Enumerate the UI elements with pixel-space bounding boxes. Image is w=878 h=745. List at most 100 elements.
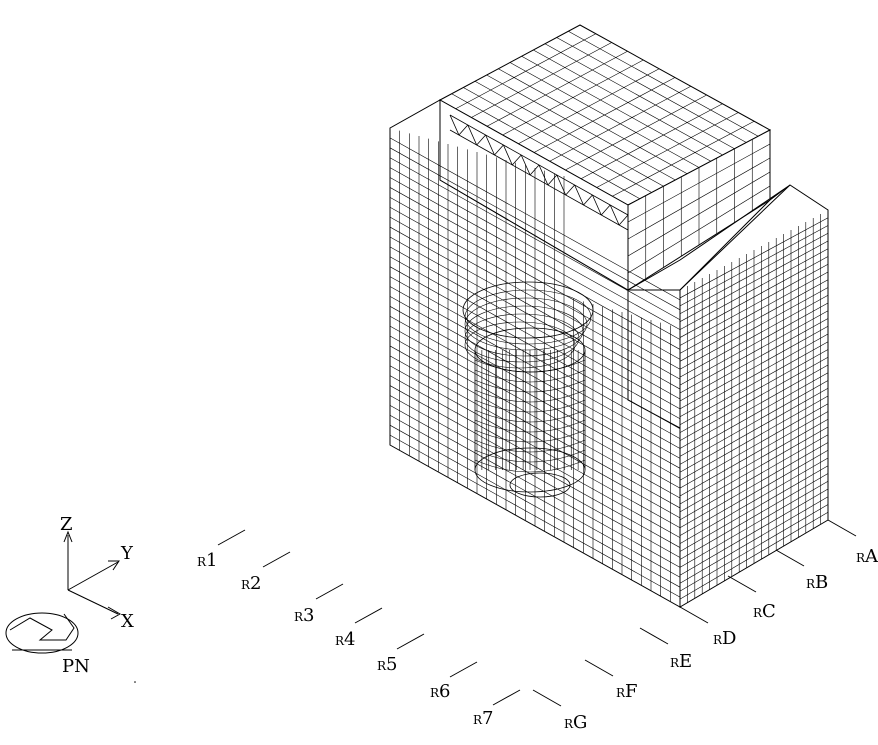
truss-diagonal (574, 184, 584, 206)
truss-diagonal (601, 204, 611, 216)
mesh-line (389, 236, 681, 400)
grid-line (315, 583, 344, 600)
mesh-line (389, 147, 681, 311)
grid-line (354, 607, 383, 624)
z-axis-label: Z (60, 514, 73, 535)
truss-diagonal (485, 134, 495, 156)
z-axis-arrow-icon (63, 530, 73, 543)
truss-diagonal (556, 174, 567, 196)
cylinder-cone-ring (464, 313, 580, 363)
cylinder-ring (474, 379, 586, 393)
cylinder-ring (474, 389, 586, 403)
truss-diagonal (520, 154, 531, 176)
mesh-line (389, 206, 681, 370)
cylinder-ring (474, 449, 586, 463)
truss-diagonal (467, 124, 478, 146)
grid-line (449, 661, 478, 678)
truss-diagonal (529, 164, 540, 176)
grid-line (217, 529, 246, 546)
cylinder-cone-ring (464, 297, 588, 351)
mesh-line (389, 325, 681, 489)
mesh-line (389, 335, 681, 499)
mesh-line (389, 286, 681, 449)
mesh-line (679, 449, 829, 536)
grid-label: C (762, 601, 776, 622)
mesh-line (389, 365, 681, 529)
mesh-line (389, 315, 681, 479)
grid-label: B (815, 572, 828, 593)
mesh-line (389, 415, 681, 578)
truss-diagonal (583, 194, 593, 206)
mesh-line (679, 387, 829, 473)
mesh-line (679, 364, 829, 449)
mesh-line (679, 279, 829, 362)
grid-line (262, 551, 291, 568)
grid-label-prefix: R (670, 656, 680, 670)
mesh-line (389, 375, 681, 538)
mesh-line (612, 120, 755, 197)
mesh-line (389, 197, 681, 360)
grid-line (492, 689, 521, 706)
mesh-line (389, 395, 681, 558)
mesh-line (679, 263, 829, 346)
mesh-line (627, 143, 771, 223)
grid-label-prefix: R (616, 686, 626, 700)
y-axis-arrow-icon (108, 560, 120, 571)
mesh-line (679, 372, 829, 457)
mesh-line (389, 167, 681, 330)
grid-line (584, 659, 614, 677)
mesh-line (568, 30, 759, 137)
mesh-line (679, 341, 829, 425)
mesh-line (679, 480, 829, 568)
truss-diagonal (609, 204, 620, 226)
mesh-line (627, 157, 771, 240)
grid-label-prefix: R (241, 578, 251, 592)
grid-label: 4 (344, 629, 355, 650)
mesh-line (679, 310, 829, 394)
mesh-line (389, 306, 681, 469)
y-axis-label: Y (120, 543, 134, 564)
mesh-line (679, 496, 829, 584)
mesh-line (679, 302, 829, 386)
grid-line (775, 549, 805, 567)
cylinder-ring (474, 359, 586, 373)
grid-label: 6 (439, 681, 450, 702)
x-axis-arrow-icon (107, 606, 122, 620)
grid-line (679, 606, 709, 624)
mesh-line (389, 226, 681, 390)
structure-mesh-model (389, 24, 829, 608)
grid-label-prefix: R (753, 606, 763, 620)
grid-label-prefix: R (294, 610, 304, 624)
grid-label-prefix: R (856, 551, 866, 565)
truss-diagonal (449, 114, 460, 136)
grid-line (532, 689, 562, 707)
mesh-line (679, 356, 829, 441)
grid-label-prefix: R (806, 577, 816, 591)
grid-line (727, 575, 757, 593)
cylinder-ring (474, 459, 586, 473)
mesh-line (389, 355, 681, 519)
x-axis-line (67, 589, 119, 615)
mesh-line (389, 434, 681, 598)
mesh-line (679, 333, 829, 418)
truss-diagonal (538, 164, 549, 186)
grid-label-prefix: R (335, 634, 345, 648)
mesh-line (679, 442, 829, 529)
grid-label: F (625, 681, 638, 702)
grid-label: 2 (250, 573, 261, 594)
grid-label: G (573, 712, 587, 733)
